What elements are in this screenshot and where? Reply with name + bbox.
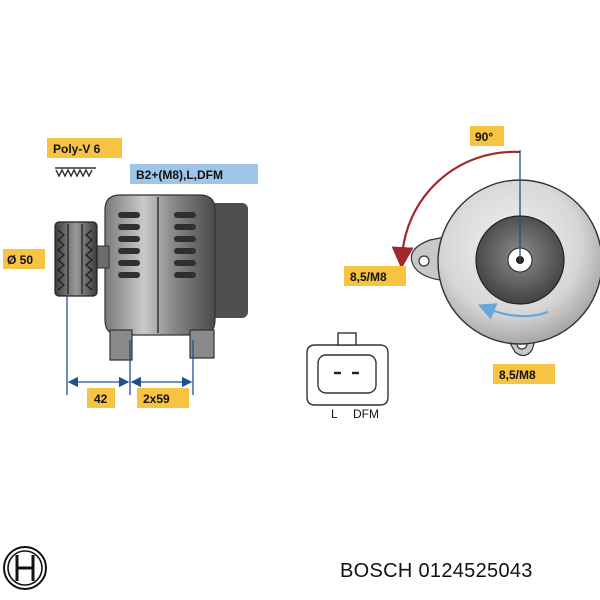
angle-label: 90° — [475, 130, 493, 144]
brand-model-text: BOSCH 0124525043 — [340, 560, 533, 582]
mount-bottom-label-bg — [493, 364, 555, 384]
rotation-arrow — [477, 303, 549, 320]
mount-foot-rear — [189, 329, 215, 359]
angle-label-bg — [470, 126, 504, 146]
belt-label-bg — [47, 138, 122, 158]
poly-v-groove-icon — [55, 167, 96, 178]
connector-plug — [306, 332, 389, 406]
vent-slots-front — [118, 212, 140, 278]
alternator-side-view — [54, 194, 248, 361]
vent-slots-rear — [174, 212, 196, 278]
angle-arc — [391, 150, 521, 269]
terminals-label-bg — [130, 164, 258, 184]
pulley — [54, 221, 98, 297]
bosch-armature-logo — [3, 546, 47, 590]
belt-label: Poly-V 6 — [53, 142, 101, 156]
alternator-front-view — [410, 179, 600, 357]
mount-foot-front — [109, 329, 133, 361]
connector-pin-dfm: DFM — [353, 407, 379, 421]
rear-cover — [205, 203, 248, 318]
dim-right-bg — [137, 388, 189, 408]
mount-left-label-bg — [344, 266, 406, 286]
diameter-label-bg — [3, 249, 45, 269]
dim-right-label: 2x59 — [143, 392, 170, 406]
diameter-label: Ø 50 — [7, 253, 33, 267]
mount-left-label: 8,5/M8 — [350, 270, 387, 284]
dimension-lines — [66, 296, 194, 395]
connector-pin-l: L — [331, 407, 338, 421]
terminals-label: B2+(M8),L,DFM — [136, 168, 223, 182]
dim-left-label: 42 — [94, 392, 108, 406]
mount-bottom-label: 8,5/M8 — [499, 368, 536, 382]
dim-left-bg — [87, 388, 115, 408]
